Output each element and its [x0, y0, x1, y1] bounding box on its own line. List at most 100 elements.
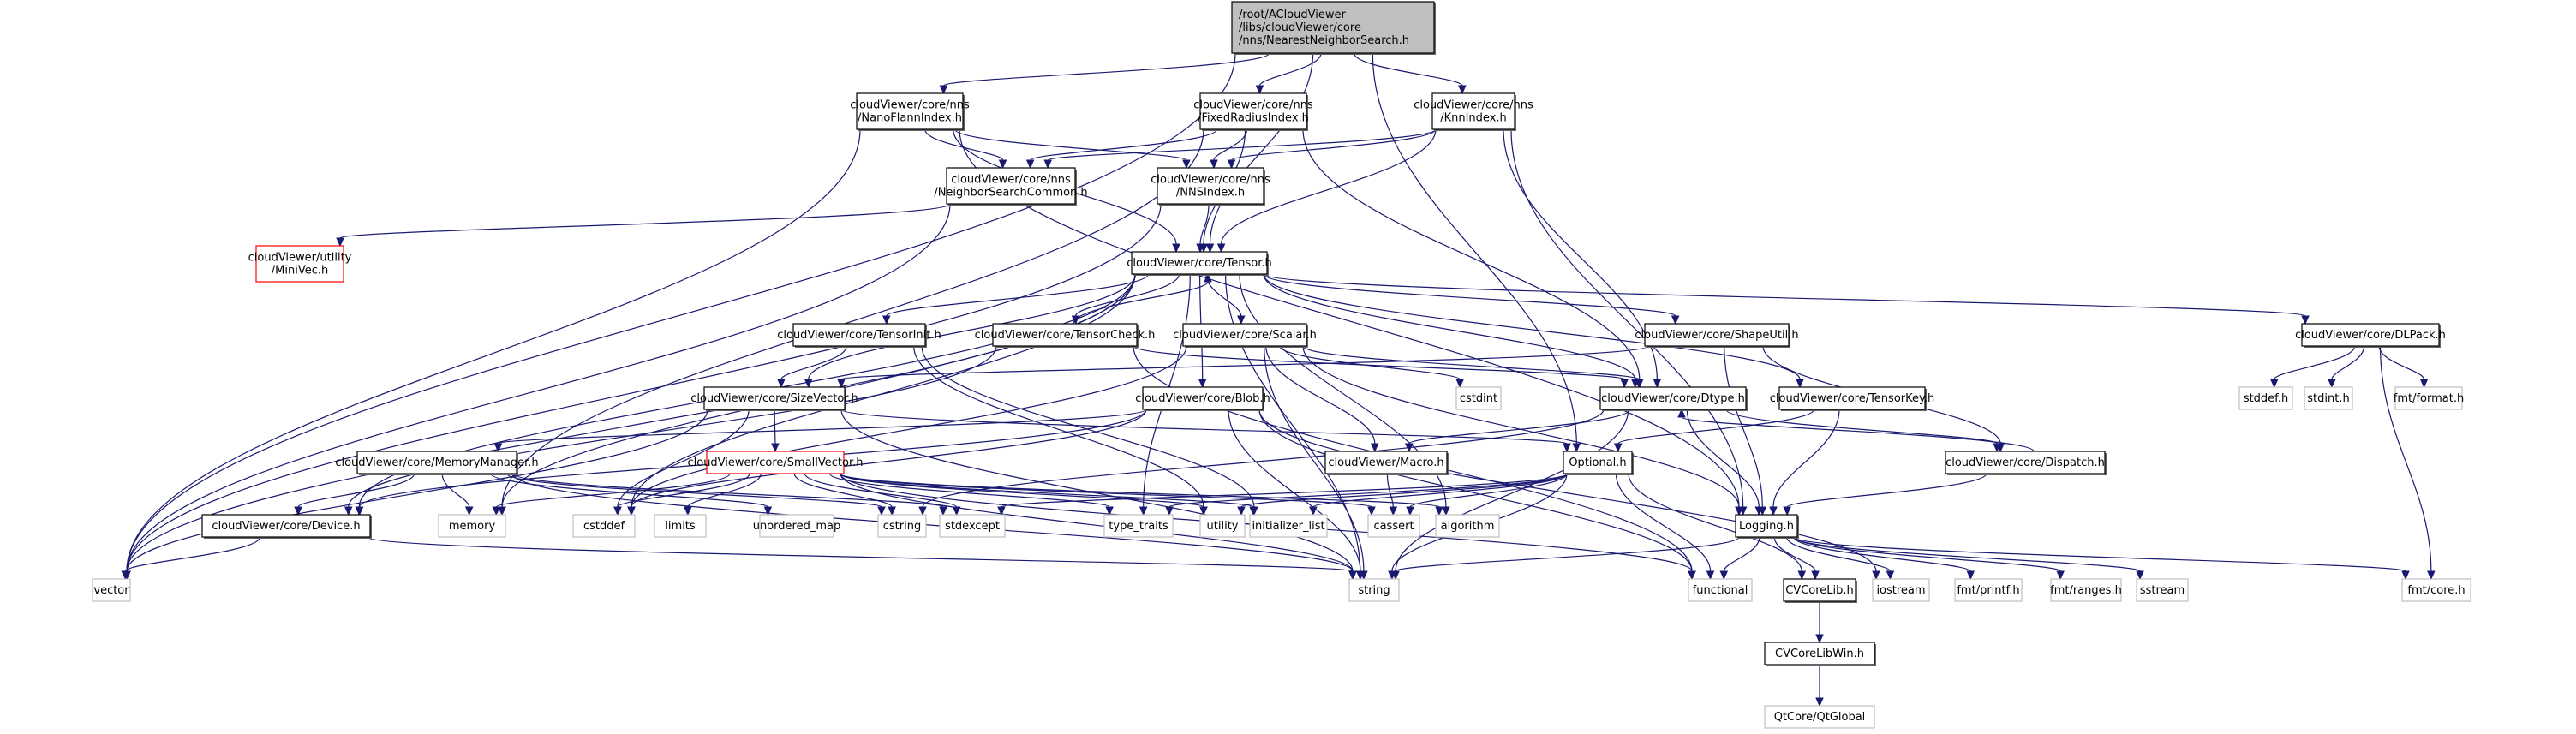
node-label: /NeighborSearchCommon.h [934, 187, 1087, 200]
node-fmtranges: fmt/ranges.h [2050, 578, 2122, 602]
edge-fixedradius-to-dtype [1302, 128, 1641, 380]
edge-tensorinit-to-initializer_list [921, 345, 1255, 508]
node-nnsindex[interactable]: cloudViewer/core/nns/NNSIndex.h [1151, 167, 1270, 206]
node-macro[interactable]: cloudViewer/Macro.h [1324, 451, 1449, 475]
node-nscommon[interactable]: cloudViewer/core/nns/NeighborSearchCommo… [934, 167, 1088, 206]
node-fixedradius[interactable]: cloudViewer/core/nns/FixedRadiusIndex.h [1193, 92, 1313, 131]
node-tensorkey[interactable]: cloudViewer/core/TensorKey.h [1770, 386, 1934, 411]
arrowhead-blob-to-iostream [1872, 570, 1880, 581]
node-device[interactable]: cloudViewer/core/Device.h [201, 514, 372, 539]
node-tensor[interactable]: cloudViewer/core/Tensor.h [1127, 251, 1272, 276]
edge-dlpack-to-fmtformat [2378, 345, 2425, 380]
node-box [792, 323, 926, 347]
node-label: cloudViewer/core/Scalar.h [1173, 329, 1317, 342]
node-tensorcheck[interactable]: cloudViewer/core/TensorCheck.h [975, 323, 1156, 348]
node-smallvector[interactable]: cloudViewer/core/SmallVector.h [687, 451, 864, 474]
arrowhead-blob-to-cstddef [627, 506, 636, 516]
edges-layer [121, 52, 2436, 707]
node-tensorinit[interactable]: cloudViewer/core/TensorInit.h [777, 323, 941, 348]
edge-tensor-to-dlpack [1263, 273, 2306, 317]
edge-tensor-to-shapeutil [1263, 273, 1676, 317]
node-label: cloudViewer/core/Device.h [212, 520, 360, 533]
edge-memorymanager-to-memory [441, 473, 470, 508]
edge-knn-to-logging [1510, 128, 1744, 508]
edge-nscommon-to-vector [126, 203, 951, 572]
node-vector: vector [92, 578, 131, 602]
arrowhead-root-to-optional [1572, 443, 1581, 453]
edge-knn-to-nnsindex [1230, 128, 1437, 161]
node-box [1249, 514, 1328, 538]
edge-logging-to-functional [1723, 536, 1760, 572]
edge-root-to-tensor [1209, 52, 1314, 245]
node-box [759, 514, 834, 538]
arrowhead-tensor-to-shapeutil [1671, 315, 1680, 325]
node-box [2050, 578, 2122, 602]
arrowhead-optional-to-functional [1706, 570, 1715, 581]
edge-scalar-to-string [1264, 345, 1365, 572]
edge-nanoflann-to-vector [126, 128, 861, 572]
arrowhead-tensorkey-to-logging [1769, 506, 1778, 516]
node-scalar[interactable]: cloudViewer/core/Scalar.h [1173, 323, 1317, 348]
node-dispatch[interactable]: cloudViewer/core/Dispatch.h [1945, 451, 2107, 475]
node-box [703, 386, 846, 410]
node-functional: functional [1688, 578, 1753, 602]
edge-scalar-to-macro [1265, 345, 1376, 445]
node-label: fmt/ranges.h [2050, 584, 2122, 597]
edge-sizevector-to-optional [840, 409, 1568, 445]
node-utility: utility [1199, 514, 1246, 538]
node-label: CVCoreLib.h [1785, 584, 1854, 597]
arrowhead-dtype-to-logging [1754, 506, 1764, 516]
node-label: vector [93, 584, 129, 597]
arrowhead-memorymanager-to-stdexcept [939, 506, 947, 516]
node-box [1103, 514, 1174, 538]
node-fmtprintf: fmt/printf.h [1954, 578, 2023, 602]
arrowhead-knn-to-nnsindex [1227, 159, 1236, 170]
arrowhead-nanoflann-to-nscommon [998, 159, 1007, 170]
edge-knn-to-tensor [1221, 128, 1437, 245]
node-box [2304, 386, 2353, 410]
node-box [2238, 386, 2293, 410]
arrowhead-scalar-to-dtype [1635, 379, 1643, 389]
arrowhead-smallvector-to-cstring [888, 506, 896, 516]
edge-smallvector-to-algorithm [840, 473, 1440, 508]
node-cvcorelibwin[interactable]: CVCoreLibWin.h [1764, 642, 1876, 666]
edge-tensor-to-tensorcheck [1074, 273, 1180, 317]
node-unordered_map: unordered_map [753, 514, 841, 538]
node-memorymanager[interactable]: cloudViewer/core/MemoryManager.h [335, 451, 539, 475]
node-label: /FixedRadiusIndex.h [1198, 112, 1309, 125]
node-cvcorelib[interactable]: CVCoreLib.h [1783, 578, 1857, 603]
node-dtype[interactable]: cloudViewer/core/Dtype.h [1599, 386, 1748, 411]
node-sizevector[interactable]: cloudViewer/core/SizeVector.h [690, 386, 858, 411]
arrowhead-knn-to-tensor [1216, 243, 1226, 254]
node-shapeutil[interactable]: cloudViewer/core/ShapeUtil.h [1635, 323, 1799, 348]
node-box [1199, 514, 1246, 538]
node-minivec[interactable]: cloudViewer/utility/MiniVec.h [248, 245, 352, 283]
arrowhead-root-to-knn [1458, 85, 1467, 95]
arrowhead-nnsindex-to-tensor [1196, 243, 1204, 254]
node-knn[interactable]: cloudViewer/core/nns/KnnIndex.h [1414, 92, 1533, 131]
node-logging[interactable]: Logging.h [1735, 514, 1799, 539]
edge-optional-to-cassert [1409, 473, 1568, 508]
arrowhead-optional-to-initializer_list [1309, 506, 1318, 516]
edge-smallvector-to-memory [495, 473, 731, 508]
node-label: Optional.h [1569, 457, 1626, 469]
node-label: /KnnIndex.h [1440, 112, 1507, 125]
edge-optional-to-utility [1240, 473, 1568, 508]
node-dlpack[interactable]: cloudViewer/core/DLPack.h [2295, 323, 2446, 348]
edge-logging-to-fmtranges [1793, 536, 2061, 572]
node-initializer_list: initializer_list [1249, 514, 1328, 538]
edge-scalar-to-cstddef [631, 345, 1187, 508]
node-root[interactable]: /root/ACloudViewer/libs/cloudViewer/core… [1231, 1, 1436, 55]
node-box [856, 92, 964, 130]
node-optional[interactable]: Optional.h [1563, 451, 1634, 475]
edge-tensorcheck-to-dtype [1133, 345, 1625, 380]
nodes-layer: /root/ACloudViewer/libs/cloudViewer/core… [92, 1, 2471, 729]
node-blob[interactable]: cloudViewer/core/Blob.h [1135, 386, 1270, 411]
node-nanoflann[interactable]: cloudViewer/core/nns/NanoFlannIndex.h [850, 92, 970, 131]
node-cassert: cassert [1367, 514, 1420, 538]
node-cstddef: cstddef [572, 514, 636, 538]
node-label: unordered_map [753, 520, 841, 533]
arrowhead-root-to-fixedradius [1255, 85, 1264, 95]
edge-knn-to-nscommon [1047, 128, 1437, 161]
edge-dtype-to-logging [1686, 409, 1760, 508]
